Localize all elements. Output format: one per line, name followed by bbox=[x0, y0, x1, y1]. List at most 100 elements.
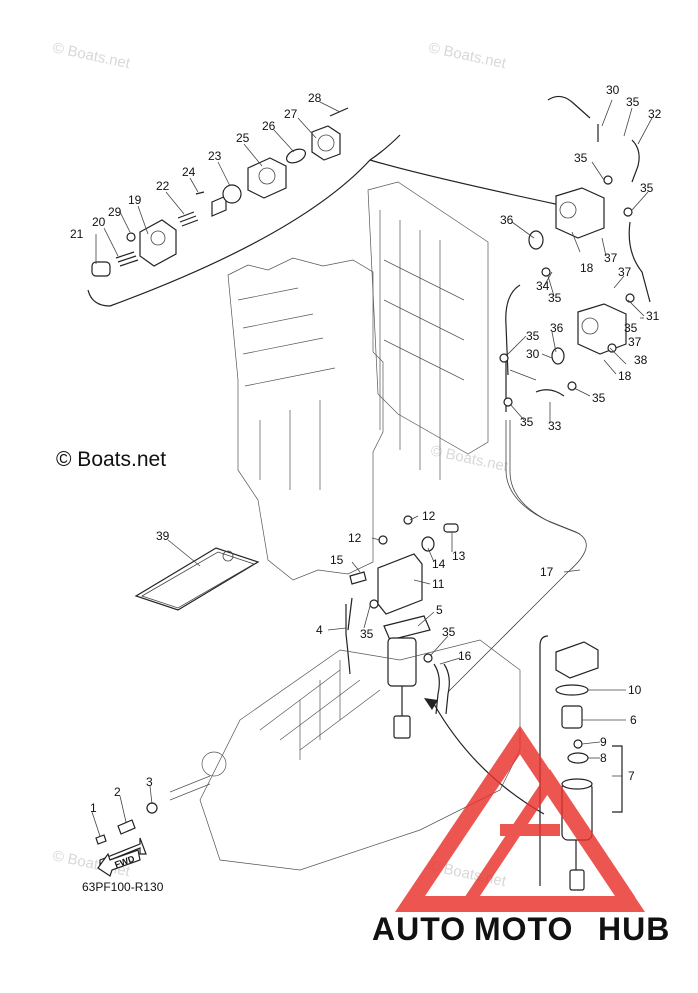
part-23-thermostat bbox=[211, 195, 227, 217]
callout-35: 35 bbox=[520, 415, 534, 429]
callout-5: 5 bbox=[436, 603, 443, 617]
boats-net-watermark: © Boats.net bbox=[56, 448, 167, 471]
diagram-code: 63PF100-R130 bbox=[82, 880, 164, 894]
callout-35: 35 bbox=[574, 151, 588, 165]
part-7-bracket bbox=[612, 745, 623, 813]
part-15-bolt bbox=[349, 571, 367, 585]
brand-hub: HUB bbox=[598, 911, 670, 947]
lower-casing-outline bbox=[169, 639, 521, 871]
callout-35: 35 bbox=[640, 181, 654, 195]
callout-36: 36 bbox=[550, 321, 564, 335]
part-5-filter-head bbox=[383, 615, 431, 641]
callout-35: 35 bbox=[548, 291, 562, 305]
callout-19: 19 bbox=[128, 193, 142, 207]
callout-8: 8 bbox=[600, 751, 607, 765]
callout-35: 35 bbox=[442, 625, 456, 639]
callout-labels: 1 2 3 4 5 6 7 8 9 10 11 12 12 13 14 15 1… bbox=[70, 83, 662, 815]
detail-bracket-top bbox=[87, 134, 401, 307]
callout-12: 12 bbox=[422, 509, 436, 523]
callout-35: 35 bbox=[360, 627, 374, 641]
detail-bracket-right bbox=[539, 635, 549, 886]
part-27-cover bbox=[311, 125, 341, 161]
callout-27: 27 bbox=[284, 107, 298, 121]
detail-leader-top bbox=[369, 159, 561, 206]
part-14-grommet bbox=[421, 536, 435, 552]
callout-32: 32 bbox=[648, 107, 662, 121]
callout-36: 36 bbox=[500, 213, 514, 227]
clamp bbox=[369, 599, 379, 609]
callout-35: 35 bbox=[624, 321, 638, 335]
callout-23: 23 bbox=[208, 149, 222, 163]
callout-9: 9 bbox=[600, 735, 607, 749]
part-3-nut bbox=[146, 802, 158, 814]
callout-38: 38 bbox=[634, 353, 648, 367]
brand-wordmark: AUTO MOTO HUB bbox=[372, 911, 670, 947]
part-19-port bbox=[150, 230, 166, 246]
callout-16: 16 bbox=[458, 649, 472, 663]
fuel-filter-group bbox=[345, 597, 450, 739]
callout-18: 18 bbox=[580, 261, 594, 275]
part-33-hose bbox=[535, 389, 565, 397]
clamp bbox=[623, 207, 633, 217]
callout-35: 35 bbox=[526, 329, 540, 343]
part-6-element bbox=[561, 705, 583, 729]
part-13-collar bbox=[443, 523, 459, 533]
part-18-pump-upper bbox=[555, 187, 605, 239]
part-23-thermostat-body bbox=[222, 184, 242, 204]
part-20-spring bbox=[115, 251, 139, 267]
callout-10: 10 bbox=[628, 683, 642, 697]
callout-13: 13 bbox=[452, 549, 466, 563]
part-11-bracket bbox=[377, 553, 423, 615]
part-1-screw bbox=[95, 834, 107, 845]
callout-7: 7 bbox=[628, 769, 635, 783]
part-26-gasket bbox=[285, 148, 307, 164]
callout-34: 34 bbox=[536, 279, 550, 293]
shaft-parts bbox=[95, 802, 158, 845]
part-21-spacer bbox=[91, 261, 111, 277]
part-9-ring bbox=[573, 739, 583, 749]
filter-bracket-group bbox=[349, 515, 459, 615]
part-10-oring bbox=[555, 684, 589, 696]
callout-26: 26 bbox=[262, 119, 276, 133]
callout-15: 15 bbox=[330, 553, 344, 567]
part-28-bolt bbox=[329, 107, 349, 117]
callout-24: 24 bbox=[182, 165, 196, 179]
logo-triangle-inner bbox=[465, 769, 635, 904]
part-38-bolt bbox=[607, 343, 617, 353]
callout-3: 3 bbox=[146, 775, 153, 789]
callout-18: 18 bbox=[618, 369, 632, 383]
part-32-hose bbox=[631, 139, 640, 183]
part-5-filter-bowl bbox=[387, 637, 417, 687]
part-8-float bbox=[567, 752, 589, 764]
detail-arrow-head bbox=[424, 698, 438, 710]
part-2-fitting bbox=[117, 819, 136, 835]
part-12-bolt bbox=[403, 515, 413, 525]
callout-20: 20 bbox=[92, 215, 106, 229]
callout-35: 35 bbox=[626, 95, 640, 109]
watermark-text: © Boats.net bbox=[51, 39, 132, 72]
callout-12: 12 bbox=[348, 531, 362, 545]
clamp bbox=[603, 175, 613, 185]
callout-22: 22 bbox=[156, 179, 170, 193]
callout-28: 28 bbox=[308, 91, 322, 105]
clamp bbox=[625, 293, 635, 303]
hose-17-side bbox=[509, 420, 581, 535]
part-25-housing-port bbox=[258, 167, 276, 185]
part-4-hose bbox=[345, 604, 351, 675]
filter-connector bbox=[393, 715, 411, 739]
pump-port bbox=[581, 317, 599, 335]
part-18-pump-lower bbox=[577, 303, 627, 355]
callout-2: 2 bbox=[114, 785, 121, 799]
callout-30: 30 bbox=[526, 347, 540, 361]
hose-top bbox=[547, 95, 591, 119]
callout-1: 1 bbox=[90, 801, 97, 815]
thermostat-group bbox=[91, 107, 349, 277]
part-16-hose-edge bbox=[443, 663, 450, 715]
detail-filter-head bbox=[555, 641, 599, 679]
callout-31: 31 bbox=[646, 309, 660, 323]
part-4-hose-edge bbox=[347, 597, 353, 631]
brand-moto: MOTO bbox=[474, 911, 573, 947]
callout-39: 39 bbox=[156, 529, 170, 543]
